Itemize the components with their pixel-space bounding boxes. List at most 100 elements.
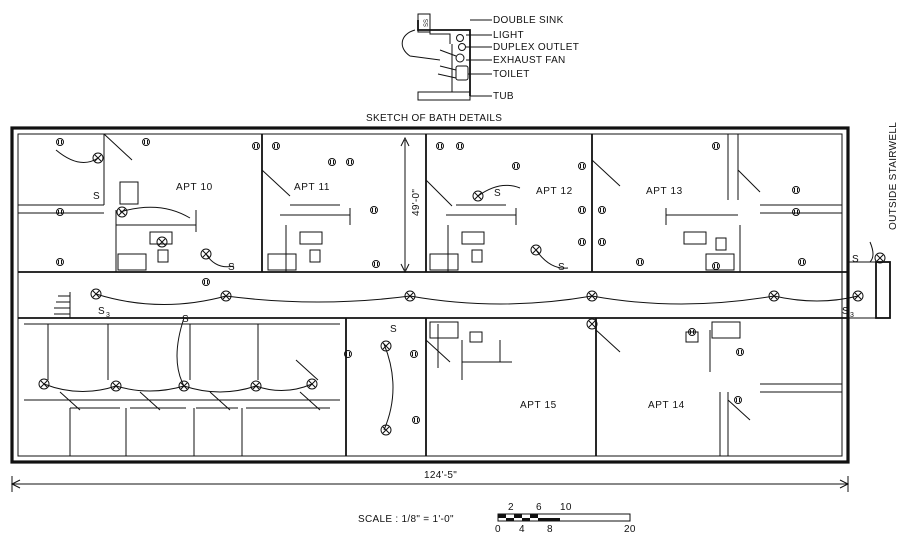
scale-bar: SCALE : 1/8" = 1'-0" 2 6 10 0 4 8 20: [358, 502, 636, 535]
width-dimension: 124'-5": [424, 470, 457, 481]
light-cross-icon: [876, 254, 884, 262]
duplex-outlet-icon: [142, 138, 150, 146]
light-icon: [178, 380, 190, 392]
light-cross-icon: [40, 380, 48, 388]
duplex-outlet-slots-icon: [412, 352, 416, 356]
bath-detail-caption: SKETCH OF BATH DETAILS: [366, 113, 502, 124]
duplex-outlet-icon: [202, 278, 210, 286]
duplex-outlet-icon: [792, 208, 800, 216]
duplex-outlet-slots-icon: [580, 164, 584, 168]
light-cross-icon: [94, 154, 102, 162]
duplex-outlet-icon: [598, 206, 606, 214]
light-icon: [472, 190, 484, 202]
light-cross-icon: [180, 382, 188, 390]
apt-11-label: APT 11: [294, 182, 330, 193]
scale-text: SCALE : 1/8" = 1'-0": [358, 514, 454, 525]
switch-label: S: [93, 191, 100, 202]
light-icon: [852, 290, 864, 302]
duplex-outlet-slots-icon: [690, 330, 694, 334]
switch-label: S: [390, 324, 397, 335]
light-cross-icon: [252, 382, 260, 390]
switch-label: S: [182, 314, 189, 325]
duplex-outlet-icon: [712, 262, 720, 270]
duplex-outlet-slots-icon: [736, 398, 740, 402]
scale-tick-lower: 4: [519, 524, 525, 533]
legend-exhaust-fan: EXHAUST FAN: [493, 55, 566, 66]
switch-label: S: [558, 262, 565, 273]
duplex-outlet-slots-icon: [738, 350, 742, 354]
light-cross-icon: [854, 292, 862, 300]
duplex-outlet-icon: [252, 142, 260, 150]
duplex-outlet-icon: [688, 328, 696, 336]
apt-15-label: APT 15: [520, 400, 557, 411]
apt-14-label: APT 14: [648, 400, 685, 411]
duplex-outlet-icon: [736, 348, 744, 356]
duplex-outlet-slots-icon: [204, 280, 208, 284]
duplex-outlet-icon: [458, 43, 466, 51]
three-way-switch-label: S: [98, 306, 105, 317]
tub-icon: [117, 253, 147, 271]
duplex-outlet-slots-icon: [638, 260, 642, 264]
duplex-outlet-icon: [512, 162, 520, 170]
apt-12-label: APT 12: [536, 186, 573, 197]
light-cross-icon: [382, 426, 390, 434]
duplex-outlet-slots-icon: [458, 144, 462, 148]
duplex-outlet-icon: [372, 260, 380, 268]
duplex-outlet-slots-icon: [330, 160, 334, 164]
light-icon: [874, 252, 886, 264]
duplex-outlet-icon: [370, 206, 378, 214]
duplex-outlet-slots-icon: [580, 208, 584, 212]
double-sink-icon: [417, 13, 431, 33]
stair-west: [54, 292, 71, 318]
duplex-outlet-slots-icon: [514, 164, 518, 168]
duplex-outlet-icon: [712, 142, 720, 150]
light-icon: [768, 290, 780, 302]
light-cross-icon: [112, 382, 120, 390]
light-icon: [380, 340, 392, 352]
duplex-outlet-slots-icon: [346, 352, 350, 356]
depth-dimension: 49'-0": [411, 189, 422, 216]
light-cross-icon: [532, 246, 540, 254]
apt-10-label: APT 10: [176, 182, 213, 193]
duplex-outlet-icon: [578, 238, 586, 246]
duplex-outlet-slots-icon: [580, 240, 584, 244]
light-icon: [200, 248, 212, 260]
light-icon: [220, 290, 232, 302]
duplex-outlet-slots-icon: [58, 210, 62, 214]
duplex-outlet-slots-icon: [714, 264, 718, 268]
three-way-switch-label: S: [842, 306, 849, 317]
dimension-lines: 49'-0" 124'-5": [10, 136, 850, 492]
duplex-outlet-slots-icon: [794, 210, 798, 214]
duplex-outlet-icon: [344, 350, 352, 358]
duplex-outlet-slots-icon: [714, 144, 718, 148]
exterior-wall: [10, 126, 850, 464]
duplex-outlet-slots-icon: [372, 208, 376, 212]
apartment-labels: APT 10 APT 11 APT 12 APT 13 APT 15 APT 1…: [176, 182, 685, 411]
bath-detail-sketch: SS DOUBLE SINK LIGHT DUPLEX OUTLET EXHAU…: [366, 13, 579, 124]
duplex-outlet-slots-icon: [58, 260, 62, 264]
stair-east: [875, 261, 891, 319]
apt-13-label: APT 13: [646, 186, 683, 197]
switch-label: S: [494, 188, 501, 199]
duplex-outlet-icon: [636, 258, 644, 266]
light-icon: [38, 378, 50, 390]
duplex-outlet-slots-icon: [274, 144, 278, 148]
duplex-outlet-icon: [598, 238, 606, 246]
light-icon: [250, 380, 262, 392]
duplex-outlet-icon: [456, 142, 464, 150]
scale-tick-lower: 20: [624, 524, 636, 533]
duplex-outlet-slots-icon: [800, 260, 804, 264]
duplex-outlet-slots-icon: [414, 418, 418, 422]
outside-stairwell-label: OUTSIDE STAIRWELL: [888, 122, 899, 230]
light-icon: [586, 290, 598, 302]
duplex-outlet-slots-icon: [600, 208, 604, 212]
light-cross-icon: [308, 380, 316, 388]
duplex-outlet-icon: [56, 138, 64, 146]
scale-tick-lower: 8: [547, 524, 553, 533]
building-walls: [10, 126, 891, 464]
light-icon: [586, 318, 598, 330]
legend-light: LIGHT: [493, 30, 524, 41]
duplex-outlet-slots-icon: [254, 144, 258, 148]
duplex-outlet-icon: [436, 142, 444, 150]
light-cross-icon: [406, 292, 414, 300]
